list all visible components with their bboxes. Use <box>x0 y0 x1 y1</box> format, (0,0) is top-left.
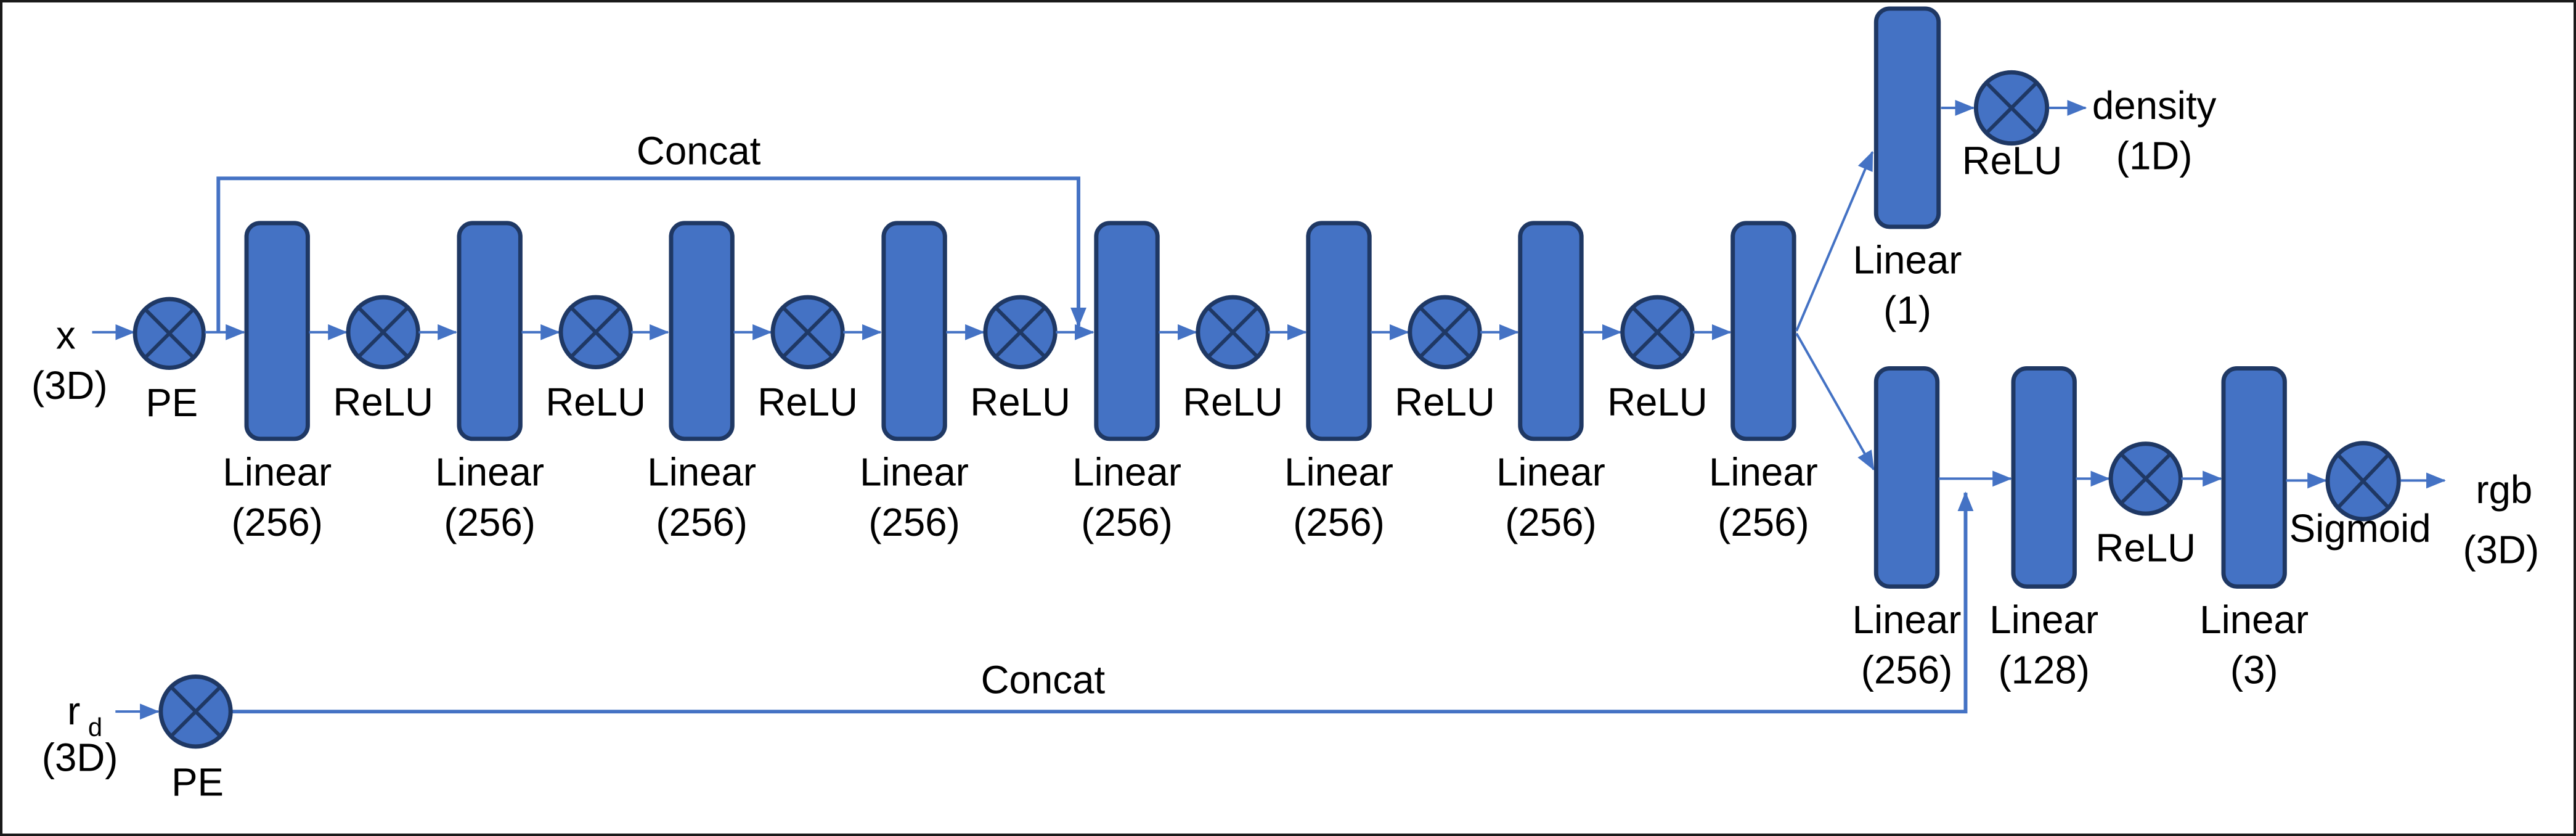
relu-op-5: ReLU <box>1183 295 1283 424</box>
output-rgb-dim: (3D) <box>2463 528 2539 572</box>
relu-icon-cross <box>994 306 1046 358</box>
relu-label: ReLU <box>1962 139 2063 182</box>
linear-block-5-shape <box>1094 221 1160 441</box>
linear-block-3: Linear (256) <box>647 221 756 544</box>
skip-connection-bottom-line <box>232 491 1974 714</box>
linear-block-rgb2-label: Linear <box>1989 598 2098 642</box>
linear-block-density-label: Linear <box>1853 238 1962 282</box>
linear-block-8-label: Linear <box>1709 450 1818 494</box>
relu-op-3: ReLU <box>757 295 858 424</box>
relu-op-4: ReLU <box>970 295 1070 424</box>
linear-block-1-label: Linear <box>222 450 332 494</box>
sigmoid-label: Sigmoid <box>2289 507 2431 551</box>
linear-block-rgb3-units: (3) <box>2230 648 2278 692</box>
relu-icon-cross <box>569 306 622 358</box>
linear-block-5-units: (256) <box>1081 501 1173 544</box>
pe-x-icon-cross <box>143 307 195 359</box>
relu-icon-cross <box>357 306 409 358</box>
linear-block-3-shape <box>669 221 735 441</box>
rgb-head: Linear (256) Linear (128) ReLU Linear (3… <box>1853 366 2539 692</box>
input-x: x (3D) PE <box>31 297 246 425</box>
linear-block-1-shape <box>244 221 310 441</box>
linear-block-1: Linear (256) <box>222 221 332 544</box>
linear-block-density-shape <box>1873 6 1941 229</box>
linear-block-7-shape <box>1518 221 1584 441</box>
branch-to-rgb-head <box>1795 332 1875 471</box>
linear-block-2: Linear (256) <box>435 221 544 544</box>
relu-op-1: ReLU <box>333 295 433 424</box>
relu-icon-cross <box>1207 306 1259 358</box>
linear-block-1-units: (256) <box>231 501 323 544</box>
relu-label: ReLU <box>333 380 433 424</box>
branch-to-density-head <box>1795 150 1874 332</box>
input-rd-subscript: d <box>88 713 102 742</box>
sigmoid-icon-cross <box>2336 453 2390 509</box>
linear-block-6-units: (256) <box>1293 501 1385 544</box>
linear-block-rgb2-units: (128) <box>1998 648 2090 692</box>
input-ray-direction: r d (3D) PE <box>42 674 233 804</box>
relu-icon-cross <box>1985 81 2038 134</box>
relu-op-7: ReLU <box>1607 295 1708 424</box>
skip-connection-top-label: Concat <box>637 129 761 173</box>
relu-op-6: ReLU <box>1395 295 1495 424</box>
relu-label: ReLU <box>1607 380 1708 424</box>
linear-block-rgb1-units: (256) <box>1861 648 1953 692</box>
skip-connection-bottom-label: Concat <box>981 658 1106 702</box>
input-rd-label: r <box>67 689 80 733</box>
linear-block-4-shape <box>881 221 947 441</box>
linear-block-6: Linear (256) <box>1284 221 1393 544</box>
linear-block-7-label: Linear <box>1496 450 1605 494</box>
linear-block-rgb2-shape <box>2011 366 2077 589</box>
relu-label: ReLU <box>1395 380 1495 424</box>
input-x-dim: (3D) <box>31 364 108 408</box>
relu-icon-cross <box>1419 306 1471 358</box>
linear-block-2-label: Linear <box>435 450 544 494</box>
pe-rd-label: PE <box>171 760 224 804</box>
relu-label: ReLU <box>545 380 646 424</box>
linear-block-5: Linear (256) <box>1072 221 1181 544</box>
linear-block-8-shape <box>1730 221 1796 441</box>
relu-icon-cross <box>781 306 834 358</box>
linear-block-rgb3-label: Linear <box>2199 598 2309 642</box>
relu-icon-cross <box>1631 306 1684 358</box>
backbone: Linear (256) ReLU Linear (256) ReLU Line… <box>222 221 1818 544</box>
linear-block-8-units: (256) <box>1718 501 1809 544</box>
linear-block-rgb3-shape <box>2221 366 2287 589</box>
output-density-dim: (1D) <box>2116 134 2193 178</box>
linear-block-density-units: (1) <box>1883 289 1931 332</box>
linear-block-7: Linear (256) <box>1496 221 1605 544</box>
linear-block-3-units: (256) <box>656 501 748 544</box>
linear-block-4-label: Linear <box>860 450 969 494</box>
linear-block-rgb1-shape <box>1873 366 1940 589</box>
linear-block-2-units: (256) <box>444 501 535 544</box>
density-head: Linear (1) ReLU density (1D) <box>1853 6 2217 332</box>
relu-op-2: ReLU <box>545 295 646 424</box>
input-x-label: x <box>56 314 76 358</box>
linear-block-6-label: Linear <box>1284 450 1393 494</box>
linear-block-7-units: (256) <box>1505 501 1597 544</box>
pe-x-label: PE <box>145 381 198 425</box>
output-density-label: density <box>2092 84 2217 128</box>
relu-icon-cross <box>2119 453 2172 505</box>
input-rd-dim: (3D) <box>42 736 118 780</box>
relu-label: ReLU <box>1183 380 1283 424</box>
relu-label: ReLU <box>970 380 1070 424</box>
pe-rd-icon-cross <box>169 686 222 738</box>
linear-block-2-shape <box>457 221 523 441</box>
linear-block-5-label: Linear <box>1072 450 1181 494</box>
linear-block-rgb1-label: Linear <box>1853 598 1962 642</box>
relu-label: ReLU <box>2095 527 2196 570</box>
linear-block-8: Linear (256) <box>1709 221 1818 544</box>
linear-block-4: Linear (256) <box>860 221 969 544</box>
output-rgb-label: rgb <box>2476 468 2532 512</box>
linear-block-3-label: Linear <box>647 450 756 494</box>
relu-label: ReLU <box>757 380 858 424</box>
skip-connection-top-line <box>216 176 1086 332</box>
linear-block-4-units: (256) <box>868 501 960 544</box>
linear-block-6-shape <box>1306 221 1372 441</box>
